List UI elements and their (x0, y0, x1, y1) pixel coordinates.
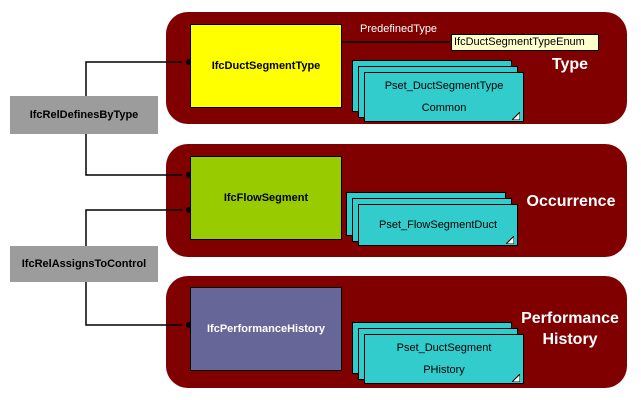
occurrence-band-label: Occurrence (526, 193, 616, 210)
pset-flow-segment-duct: Pset_FlowSegmentDuct (358, 204, 518, 246)
duct-segment-type-box: IfcDuctSegmentType (190, 24, 342, 108)
pset-duct-segment-phistory-line2: PHistory (423, 364, 465, 376)
performance-history-label: IfcPerformanceHistory (207, 323, 325, 335)
pset-duct-segment-type-line1: Pset_DuctSegmentType (384, 80, 504, 92)
pset-duct-segment-type-common: Pset_DuctSegmentType Common (364, 72, 524, 122)
performance-band-label-line2: History (542, 331, 598, 348)
flow-segment-label: IfcFlowSegment (223, 192, 309, 204)
pset-duct-segment-type-line2: Common (421, 102, 467, 114)
rel-defines-by-type-label: IfcRelDefinesByType (29, 109, 139, 121)
rel-defines-by-type-box: IfcRelDefinesByType (10, 96, 158, 134)
line-relassigns-to-performance (85, 280, 182, 326)
line-reldefines-to-type (85, 61, 182, 96)
page-fold-icon (512, 112, 520, 120)
rel-assigns-to-control-box: IfcRelAssignsToControl (10, 246, 158, 282)
duct-segment-type-label: IfcDuctSegmentType (211, 60, 321, 72)
page-fold-icon (506, 236, 514, 244)
flow-segment-box: IfcFlowSegment (190, 156, 342, 240)
page-fold-icon (512, 374, 520, 382)
type-band-label: Type (551, 56, 589, 73)
pset-duct-segment-phistory: Pset_DuctSegment PHistory (364, 334, 524, 384)
duct-segment-type-enum-box: IfcDuctSegmentTypeEnum (451, 34, 599, 51)
performance-history-box: IfcPerformanceHistory (190, 287, 342, 371)
line-reldefines-to-occurrence (85, 134, 182, 176)
rel-assigns-to-control-label: IfcRelAssignsToControl (21, 258, 147, 270)
pset-duct-segment-phistory-line1: Pset_DuctSegment (396, 342, 492, 354)
duct-segment-type-enum-label: IfcDuctSegmentTypeEnum (454, 36, 585, 48)
performance-band-label-line1: Performance (521, 310, 619, 327)
line-relassigns-to-occurrence (85, 209, 182, 248)
pset-flow-segment-duct-label: Pset_FlowSegmentDuct (379, 219, 497, 231)
predefined-type-label: PredefinedType (360, 23, 438, 35)
performance-band-label: Performance History (514, 308, 626, 350)
